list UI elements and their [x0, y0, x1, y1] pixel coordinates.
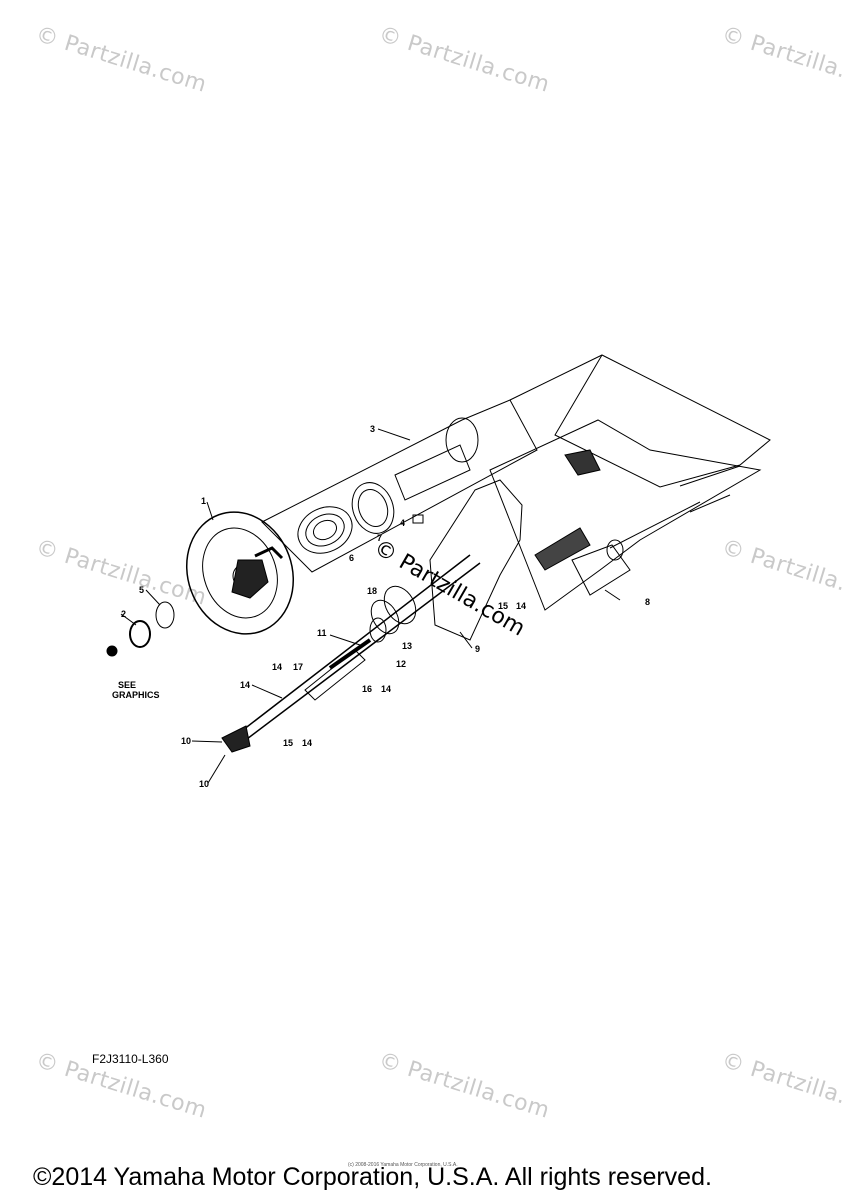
callout-2: 2 — [121, 609, 126, 619]
copyright-small-note: (c) 2008-2016 Yamaha Motor Corporation, … — [348, 1162, 458, 1168]
callout-6: 6 — [349, 553, 354, 563]
callout-14b: 14 — [240, 680, 250, 690]
callout-9: 9 — [475, 644, 480, 654]
callout-10a: 10 — [181, 736, 191, 746]
callout-14c: 14 — [381, 684, 391, 694]
callout-7: 7 — [377, 533, 382, 543]
callout-16: 16 — [362, 684, 372, 694]
callout-14a: 14 — [272, 662, 282, 672]
callout-11: 11 — [317, 628, 327, 638]
part-code: F2J3110-L360 — [92, 1052, 169, 1066]
callout-4: 4 — [400, 518, 405, 528]
callout-1: 1 — [201, 496, 206, 506]
callout-13: 13 — [402, 641, 412, 651]
see-graphics-line2: GRAPHICS — [112, 690, 160, 700]
see-graphics-line1: SEE — [118, 680, 136, 690]
callout-15b: 15 — [498, 601, 508, 611]
callout-8: 8 — [645, 597, 650, 607]
callout-5: 5 — [139, 585, 144, 595]
copyright-footer: ©2014 Yamaha Motor Corporation, U.S.A. A… — [33, 1163, 712, 1191]
callout-14e: 14 — [516, 601, 526, 611]
callout-10b: 10 — [199, 779, 209, 789]
callout-17: 17 — [293, 662, 303, 672]
callout-15: 15 — [283, 738, 293, 748]
callout-12: 12 — [396, 659, 406, 669]
callout-3: 3 — [370, 424, 375, 434]
callout-14d: 14 — [302, 738, 312, 748]
callout-18: 18 — [367, 586, 377, 596]
